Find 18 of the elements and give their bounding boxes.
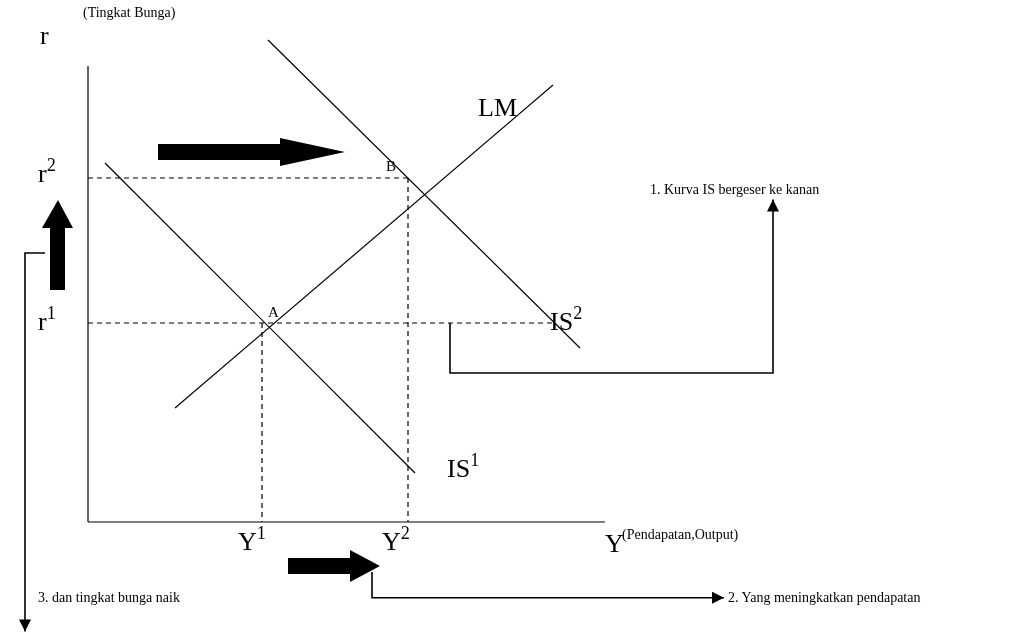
axis-label: IS$^{2}$ [550,308,583,337]
axis-label: r$^{2}$ [38,160,56,189]
note-text: 2. Yang meningkatkan pendapatan [728,590,921,606]
arrow [19,252,46,633]
arrow [449,198,779,374]
axis-label: A [268,304,279,321]
arrow [371,571,725,604]
axis-label: (Tingkat Bunga) [83,5,176,21]
axis-label: LM [478,94,517,123]
axis-label: r [40,22,49,51]
axis-label: IS$^{1}$ [447,455,480,484]
axis-label: Y$^{2}$ [382,528,410,557]
axis-label: Y$^{1}$ [238,528,266,557]
note-text: 1. Kurva IS bergeser ke kanan [650,182,820,198]
note-text: 3. dan tingkat bunga naik [38,590,180,606]
axis-label: r$^{1}$ [38,308,56,337]
axis-label: B [386,158,396,175]
axis-label: (Pendapatan,Output) [622,527,739,542]
